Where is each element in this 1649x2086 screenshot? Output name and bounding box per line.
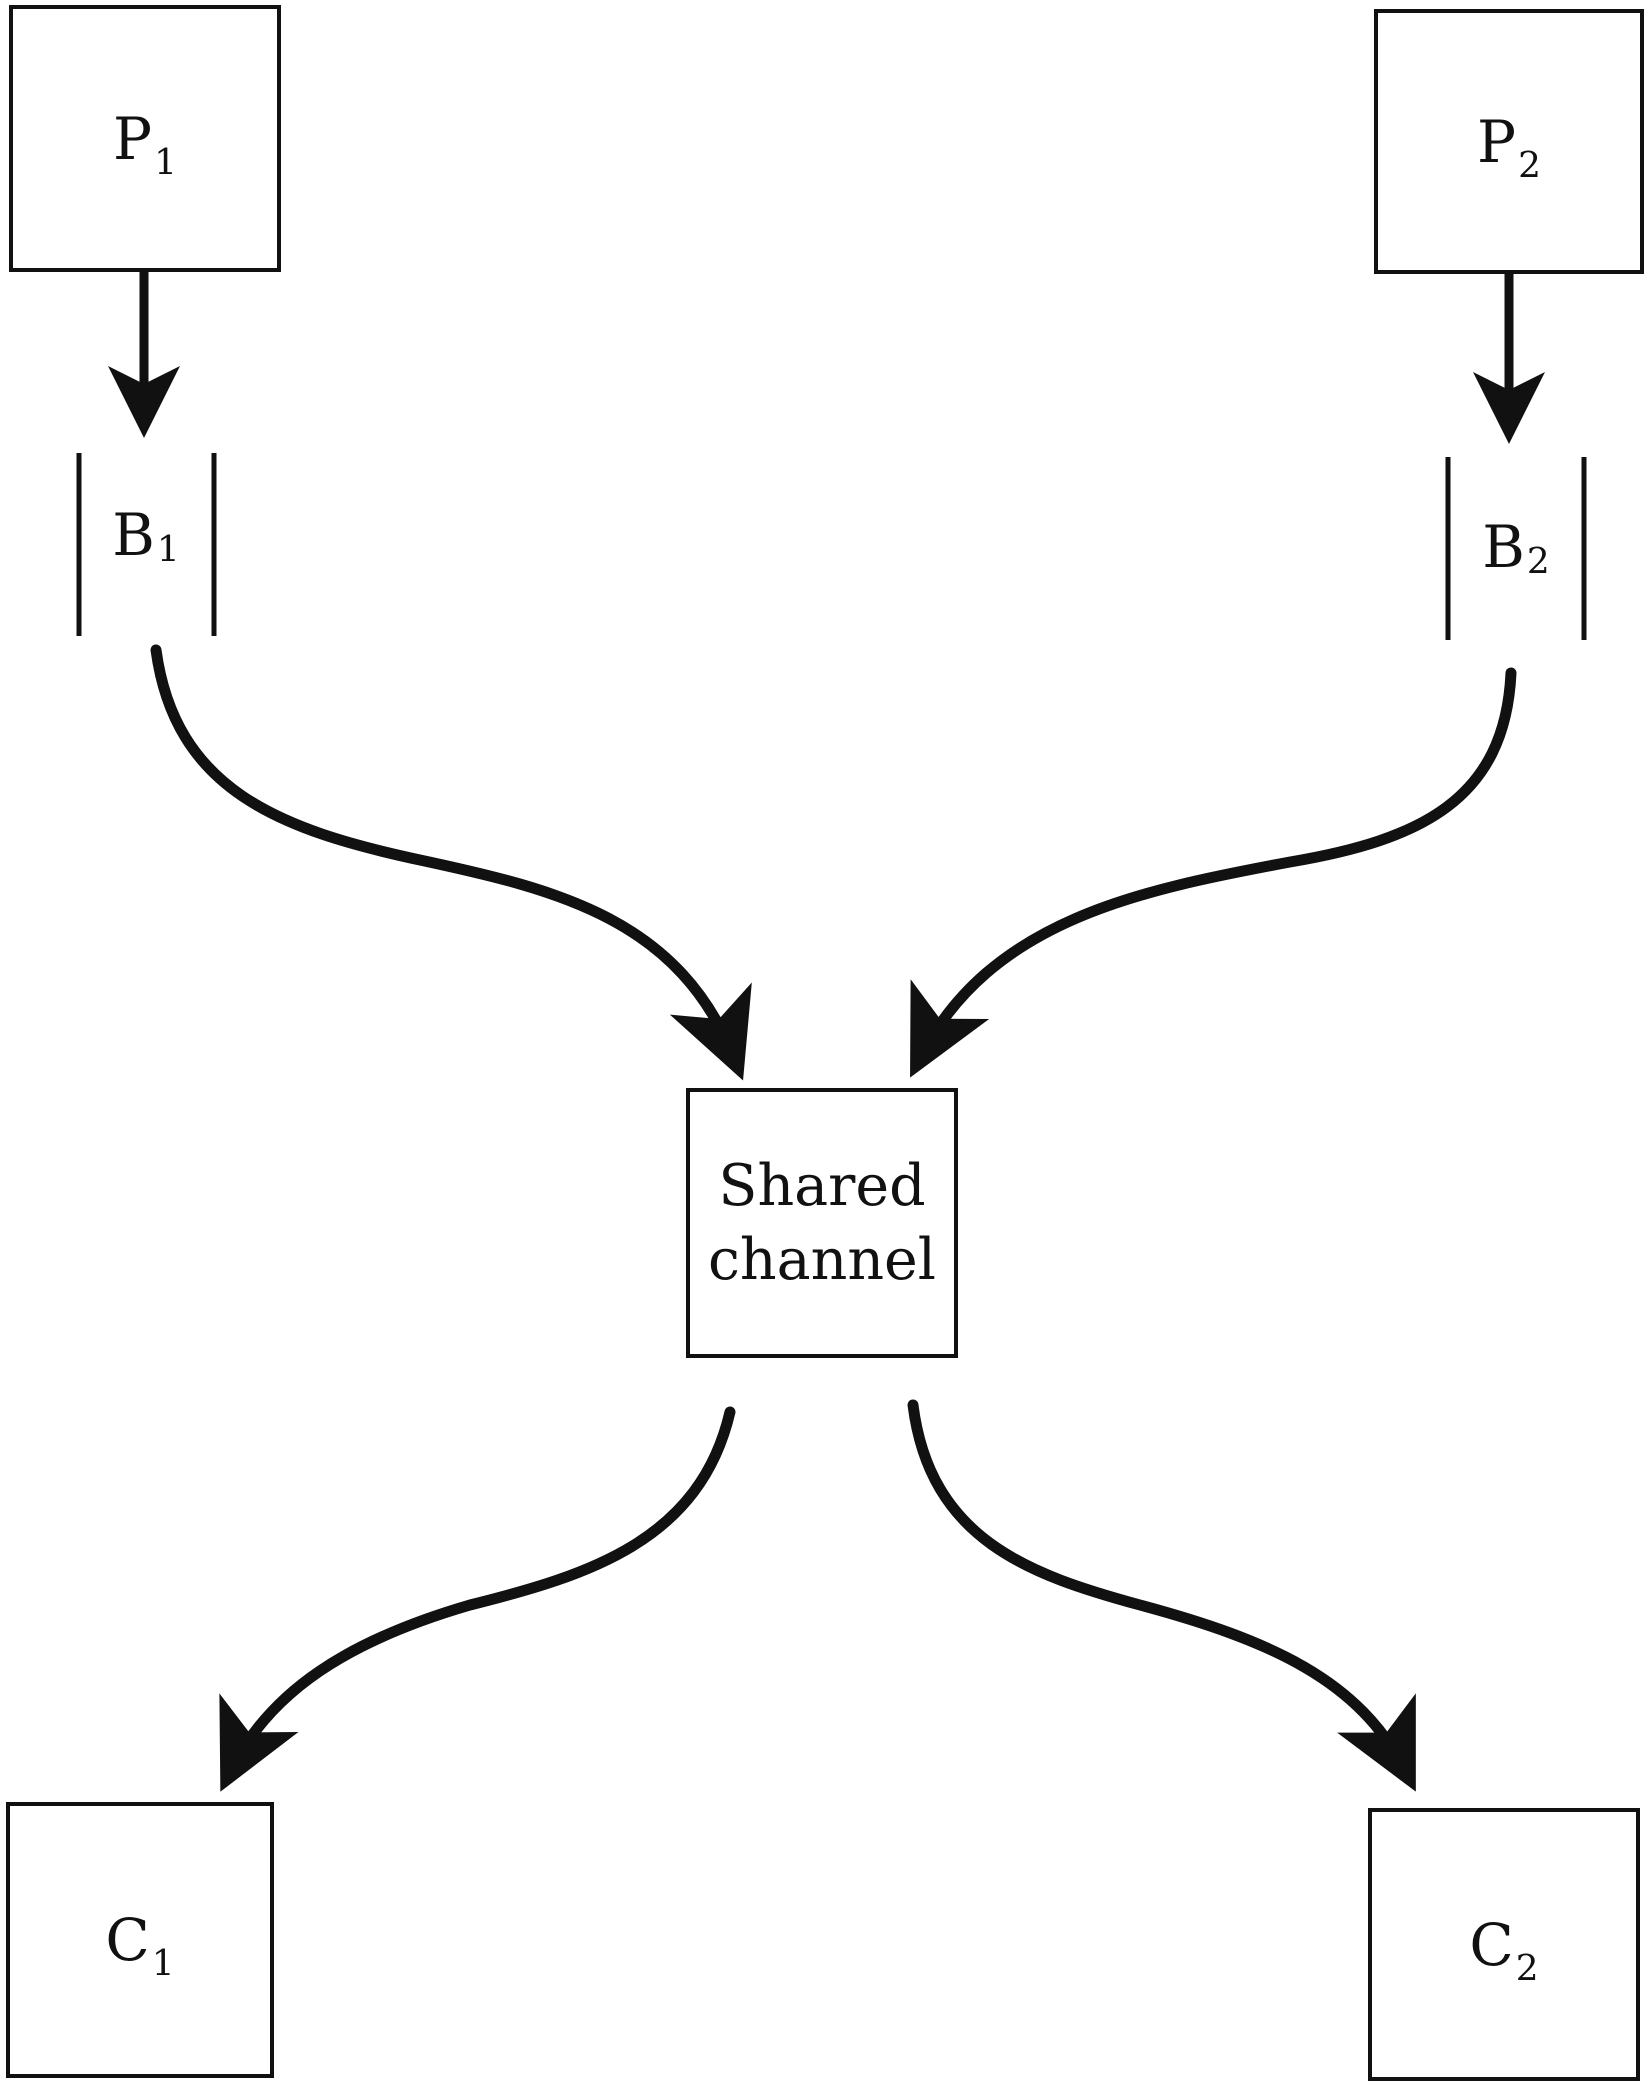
consumer-c1-label: C1 <box>105 1906 175 1985</box>
shared-channel-line2: channel <box>708 1227 936 1293</box>
producer-p1-box: P1 <box>9 5 281 272</box>
consumer-c2-box: C2 <box>1368 1808 1640 2081</box>
producer-p1-label: P1 <box>113 104 177 183</box>
consumer-c2-label: C2 <box>1469 1910 1539 1989</box>
producer-p2-box: P2 <box>1374 9 1644 274</box>
arrow-b1-to-shared <box>150 644 752 1081</box>
arrow-shared-to-c1 <box>219 1406 736 1792</box>
arrow-shared-to-c2 <box>907 1399 1416 1792</box>
shared-channel-line1: Shared <box>718 1152 926 1219</box>
arrow-b2-to-shared <box>910 667 1517 1078</box>
producer-p2-label: P2 <box>1477 107 1541 186</box>
shared-channel-box: Shared channel <box>686 1088 958 1358</box>
consumer-c1-box: C1 <box>6 1802 274 2078</box>
